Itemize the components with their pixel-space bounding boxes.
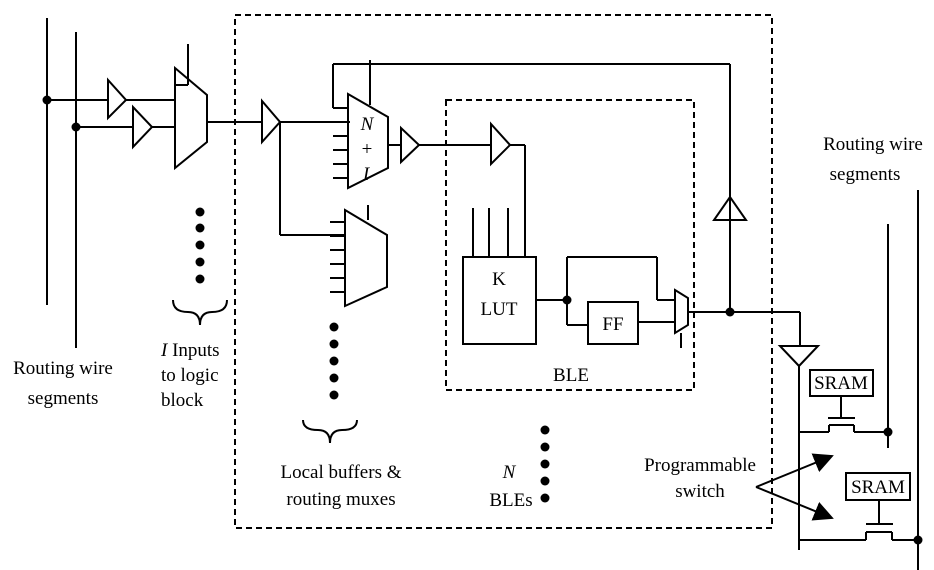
ble-input-mux xyxy=(347,92,389,190)
inputs-label-2: to logic xyxy=(161,365,219,386)
switch-arrow-top xyxy=(755,453,834,488)
n-bles-var: N xyxy=(502,462,517,483)
lut-block xyxy=(462,256,537,345)
local-buffers-label-2: routing muxes xyxy=(286,489,395,510)
ff-label: FF xyxy=(602,314,623,335)
ble-label: BLE xyxy=(553,365,589,386)
input-buffer-1 xyxy=(107,77,128,121)
inputs-brace xyxy=(172,299,228,326)
logic-block-boundary xyxy=(234,14,773,529)
input-buffer-2 xyxy=(132,104,154,150)
mux-i-label: I xyxy=(362,164,371,185)
local-buffers-label-1: Local buffers & xyxy=(281,462,402,483)
mux-output-buffer xyxy=(400,125,421,165)
ble-boundary xyxy=(445,99,695,391)
local-routing-mux-2 xyxy=(344,208,388,308)
local-buffers-brace xyxy=(302,419,358,444)
prog-switch-label-1: Programmable xyxy=(644,455,756,476)
lut-text-label: LUT xyxy=(481,299,518,320)
lut-k-label: K xyxy=(492,269,506,290)
n-bles-label: BLEs xyxy=(489,490,532,511)
routing-left-label-1: Routing wire xyxy=(13,358,113,379)
sram-cell-bottom xyxy=(845,472,911,501)
prog-switch-label-2: switch xyxy=(675,481,725,502)
ble-input-buffer xyxy=(490,121,512,167)
output-buffer xyxy=(777,345,821,368)
local-buffer xyxy=(261,98,282,145)
sram-bottom-label: SRAM xyxy=(851,477,905,498)
mux-n-label: N xyxy=(360,114,375,135)
routing-right-label-1: Routing wire xyxy=(823,134,923,155)
feedback-buffer xyxy=(712,195,748,221)
ble-output-mux xyxy=(674,288,689,335)
routing-left-label-2: segments xyxy=(28,388,99,409)
inputs-label-3: block xyxy=(161,390,204,411)
ellipsis-dots xyxy=(195,207,550,503)
input-connection-mux xyxy=(174,65,208,171)
switch-arrow-bottom xyxy=(755,486,834,521)
inputs-label-1: I Inputs xyxy=(160,340,220,361)
flip-flop xyxy=(587,301,639,345)
sram-cell-top xyxy=(809,369,874,397)
sram-top-label: SRAM xyxy=(814,373,868,394)
routing-right-label-2: segments xyxy=(830,164,901,185)
mux-plus-label: + xyxy=(362,139,373,160)
